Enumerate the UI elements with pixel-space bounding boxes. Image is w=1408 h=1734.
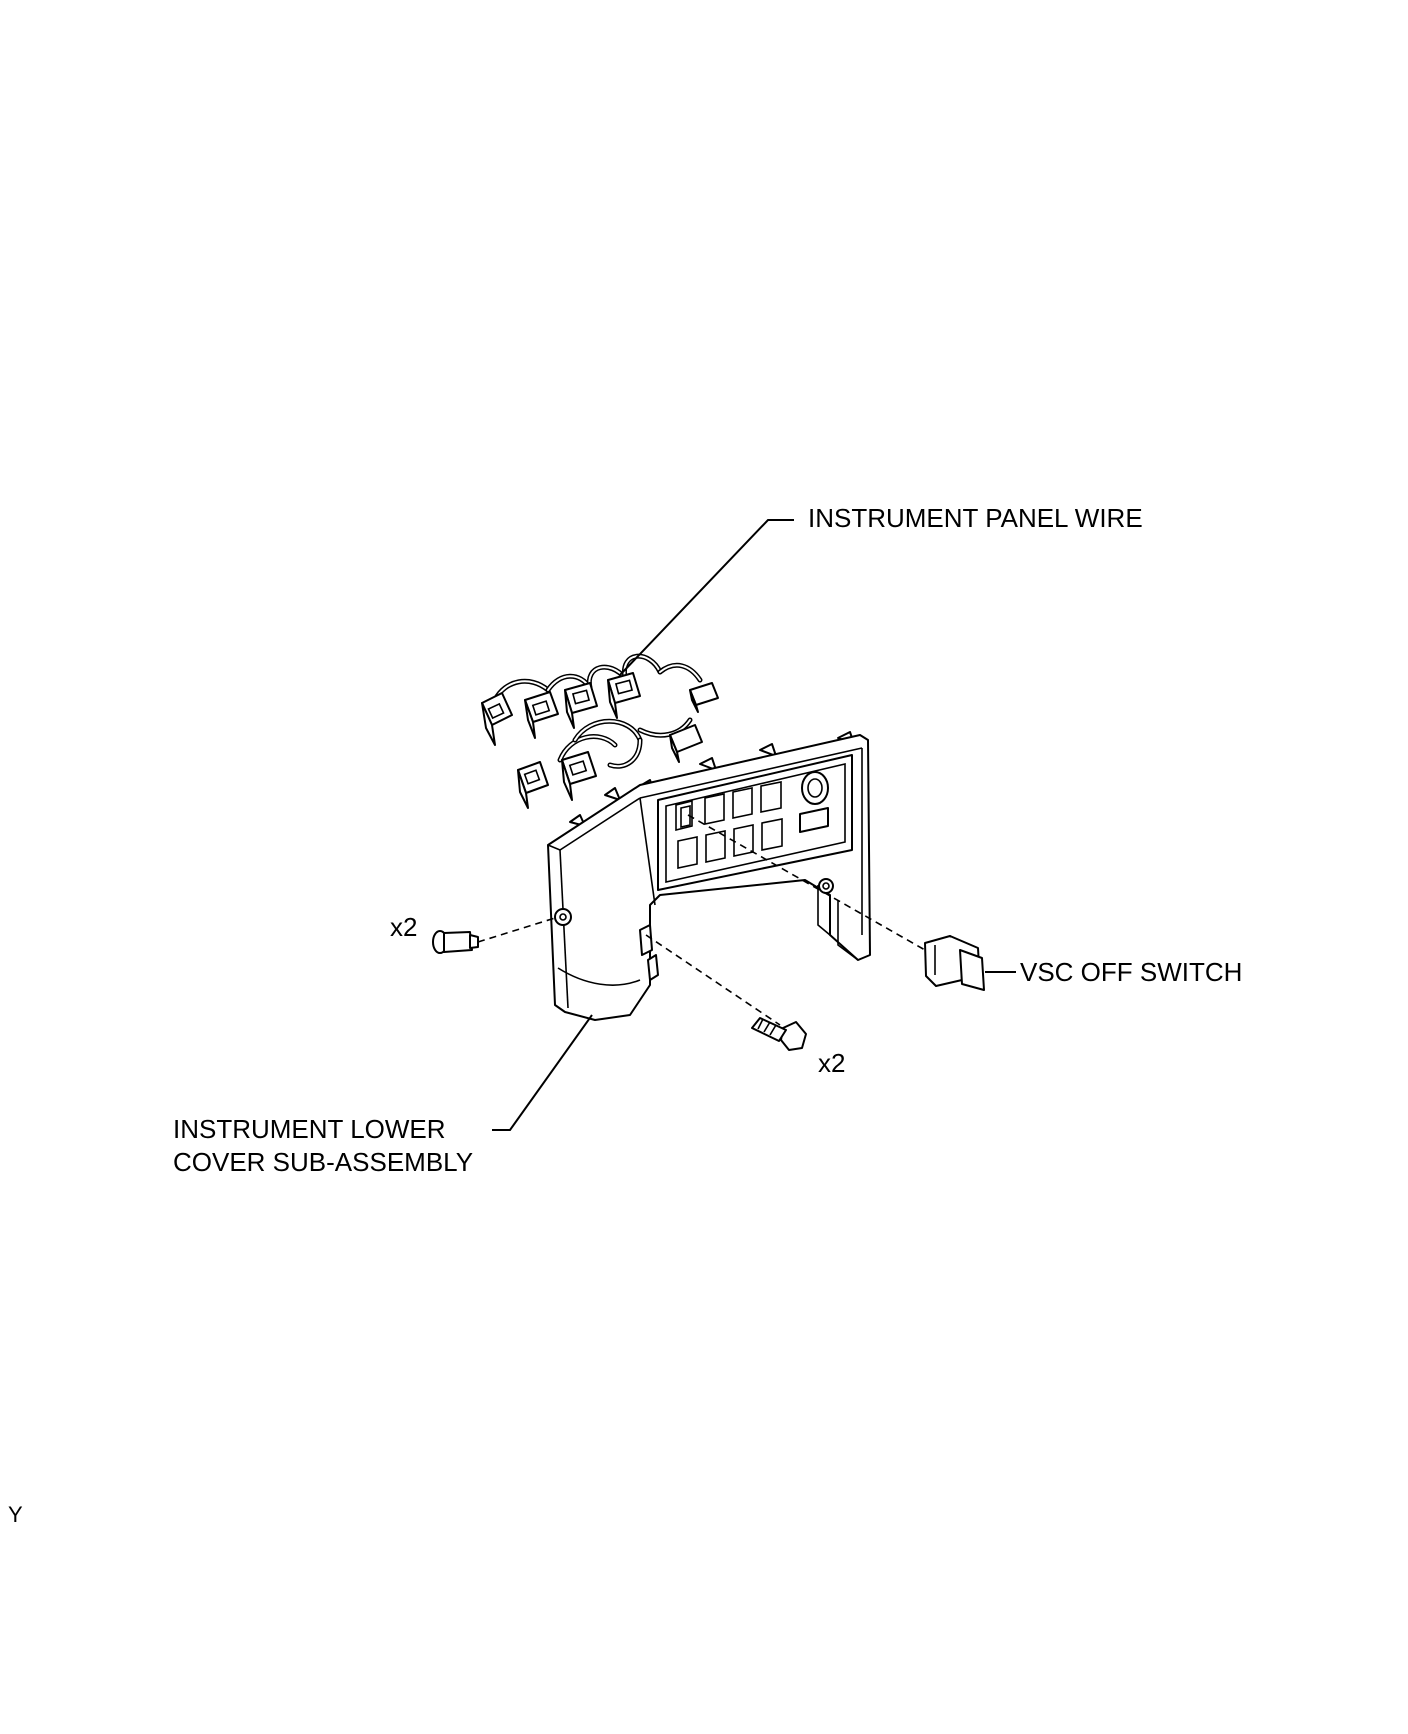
vsc-off-switch-label: VSC OFF SWITCH — [1020, 957, 1243, 987]
clip-fastener — [432, 930, 479, 954]
lower-cover-label-line2: COVER SUB-ASSEMBLY — [173, 1147, 474, 1177]
vsc-off-switch — [924, 935, 985, 991]
instrument-panel-wire-label: INSTRUMENT PANEL WIRE — [808, 503, 1143, 533]
wire-connector-2 — [524, 691, 559, 739]
clip-quantity-label: x2 — [390, 912, 418, 942]
switch-install-line — [687, 814, 926, 951]
wire-connector-7 — [517, 761, 549, 809]
wire-connector-5 — [689, 682, 719, 713]
panel-wire-leader — [619, 519, 794, 676]
wire-connector-8 — [561, 751, 597, 801]
wire-connector-6 — [669, 724, 703, 763]
wire-connector-1 — [481, 692, 513, 746]
lower-cover-label-line1: INSTRUMENT LOWER — [173, 1114, 446, 1144]
corner-code-label: Y — [8, 1502, 23, 1527]
wire-connector-3 — [564, 682, 598, 729]
bolt-quantity-label: x2 — [818, 1048, 846, 1078]
clip-install-line — [477, 917, 556, 943]
lower-cover-leader — [492, 1014, 593, 1131]
instrument-lower-cover — [547, 731, 871, 1021]
instrument-panel-wire — [481, 653, 719, 809]
wire-connector-4 — [607, 672, 641, 719]
bolt-install-line — [645, 934, 781, 1026]
bolt-fastener — [751, 1017, 807, 1051]
